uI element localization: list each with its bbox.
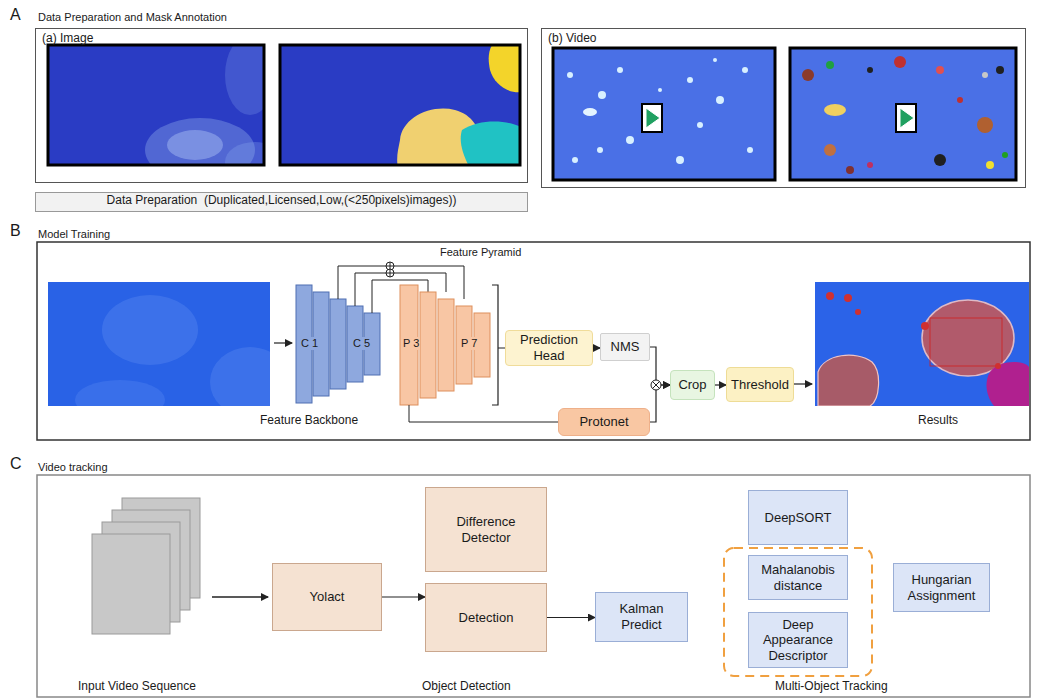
process-box: Kalman Predict	[595, 592, 688, 642]
node-text: Protonet	[579, 414, 628, 430]
node-text: Yolact	[310, 589, 345, 605]
connector	[650, 347, 670, 385]
text-label: Data Preparation and Mask Annotation	[38, 11, 227, 24]
connector	[382, 596, 425, 597]
text-label: Feature Pyramid	[440, 246, 521, 259]
product-symbol	[651, 380, 661, 390]
group-outline	[724, 548, 872, 676]
text-label: C	[10, 455, 22, 473]
mask-annotation	[280, 45, 520, 165]
process-box: Difference Detector	[425, 487, 547, 572]
node-text: Crop	[678, 377, 706, 393]
process-box: DeepSORT	[748, 490, 848, 545]
connector	[593, 347, 600, 348]
panel-box: (b) Video	[541, 28, 1026, 188]
text-label: P 7	[460, 337, 478, 350]
results-image	[815, 282, 1029, 406]
process-box: Deep Appearance Descriptor	[748, 612, 848, 668]
process-box: NMS	[600, 333, 650, 361]
jellyfish-photo	[48, 45, 264, 165]
tracked-video-frame	[790, 48, 1016, 180]
process-box: Detection	[425, 583, 547, 652]
text-label: Input Video Sequence	[78, 680, 196, 694]
node-text: Mahalanobis distance	[753, 562, 843, 593]
node-text: NMS	[611, 339, 640, 355]
input-image	[48, 282, 270, 406]
panel-frame	[37, 242, 1030, 440]
process-box: Yolact	[272, 563, 382, 631]
text-label: Multi-Object Tracking	[775, 680, 888, 694]
protonet-link	[409, 405, 558, 422]
process-box: Hungarian Assignment	[893, 563, 990, 612]
panel-box: (a) Image	[35, 28, 528, 183]
text-label: P 3	[402, 337, 420, 350]
node-text: Prediction Head	[510, 332, 588, 363]
text-label: Results	[918, 414, 958, 428]
process-box: Mahalanobis distance	[748, 555, 848, 600]
process-box: Protonet	[558, 408, 650, 436]
video-frames	[92, 498, 200, 634]
node-text: (a) Image	[42, 31, 93, 45]
note-bar: Data Preparation (Duplicated,Licensed,Lo…	[35, 192, 528, 212]
connector	[715, 384, 726, 385]
text-label: Model Training	[38, 228, 110, 241]
text-label: C 5	[352, 337, 371, 350]
node-text: Hungarian Assignment	[898, 572, 985, 603]
sum-symbol	[386, 262, 394, 277]
text-label: Video tracking	[38, 461, 108, 474]
text-label: Feature Backbone	[260, 414, 358, 428]
node-text: Threshold	[731, 377, 789, 393]
text-label: A	[10, 6, 21, 24]
node-text: DeepSORT	[765, 510, 832, 526]
node-text: Detection	[459, 610, 514, 626]
panel-frame	[37, 475, 1030, 697]
feature-pyramid	[400, 285, 490, 405]
process-box: Crop	[670, 370, 715, 400]
node-text: Deep Appearance Descriptor	[753, 617, 843, 664]
text-label: C 1	[300, 337, 319, 350]
node-text: Data Preparation (Duplicated,Licensed,Lo…	[107, 193, 457, 207]
feature-backbone	[296, 285, 380, 403]
process-box: Threshold	[726, 367, 794, 402]
node-text: (b) Video	[548, 31, 596, 45]
video-frame	[553, 48, 775, 180]
text-label: B	[10, 222, 21, 240]
bracket	[492, 285, 498, 405]
connector	[650, 385, 670, 422]
node-text: Kalman Predict	[600, 601, 683, 632]
connector	[547, 617, 595, 618]
node-text: Difference Detector	[440, 514, 532, 545]
text-label: Object Detection	[422, 680, 511, 694]
process-box: Prediction Head	[505, 330, 593, 366]
